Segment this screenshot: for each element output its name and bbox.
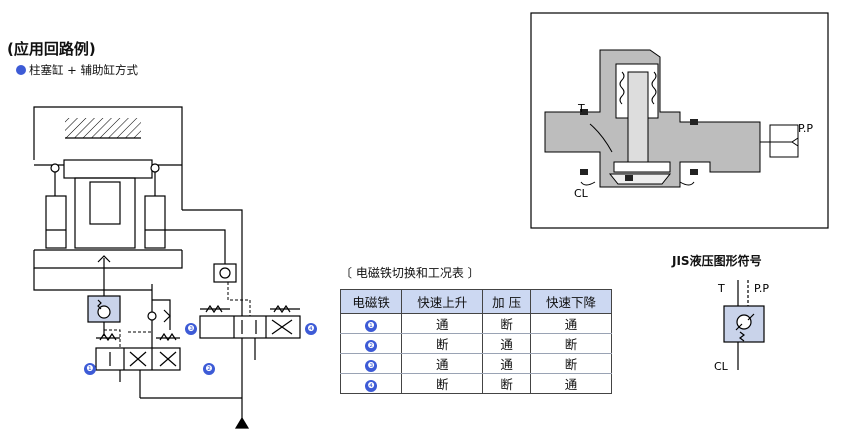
table-cell: 通 (482, 333, 531, 354)
subtitle: 柱塞缸 + 辅助缸方式 (16, 62, 138, 78)
page-title: (应用回路例) (7, 40, 96, 58)
table-caption: 〔 电磁铁切换和工况表 〕 (340, 266, 480, 280)
header-pressurize: 加 压 (482, 289, 531, 314)
row-marker: ❶ (365, 319, 378, 332)
bullet-dot-icon (16, 65, 26, 75)
jis-symbol: T P.P CL (714, 280, 769, 373)
jis-cl-label: CL (714, 360, 729, 373)
table-cell: 断 (529, 333, 613, 354)
table-header-row: 电磁铁 快速上升 加 压 快速下降 (339, 289, 613, 314)
plunger (89, 181, 121, 225)
table-cell: 通 (401, 353, 484, 374)
marker-1: ❶ (84, 363, 96, 375)
row-marker: ❷ (365, 339, 378, 352)
subtitle-text: 柱塞缸 + 辅助缸方式 (29, 63, 138, 77)
jis-t-label: T (717, 282, 725, 295)
aux-cylinder-right (144, 195, 166, 249)
jis-pp-label: P.P (754, 282, 769, 295)
valve-section-view: T CL P.P (530, 12, 829, 229)
directional-valve-3-4 (199, 315, 301, 339)
poppet-stem (627, 71, 649, 163)
table-row: ❶ 通 断 通 (339, 313, 613, 334)
poppet-head (608, 173, 672, 185)
header-fast-down: 快速下降 (529, 289, 613, 314)
marker-2: ❷ (203, 363, 215, 375)
table-cell: 通 (529, 373, 613, 394)
table-cell: 断 (401, 333, 484, 354)
table-cell: 断 (529, 353, 613, 374)
table-row: ❹ 断 断 通 (339, 373, 613, 394)
table-cell: 通 (529, 313, 613, 334)
table-cell: 断 (482, 313, 531, 334)
row-marker: ❸ (365, 359, 378, 372)
row-marker: ❹ (365, 379, 378, 392)
press-frame-top (33, 106, 183, 210)
table-row: ❸ 通 通 断 (339, 353, 613, 374)
section-t-label: T (577, 102, 585, 115)
section-pp-label: P.P (798, 122, 813, 135)
aux-cylinder-left (45, 195, 67, 249)
header-solenoid: 电磁铁 (339, 289, 403, 314)
solenoid-table: 电磁铁 快速上升 加 压 快速下降 ❶ 通 断 通 ❷ 断 通 断 ❸ 通 通 … (339, 289, 613, 394)
section-cl-label: CL (574, 187, 589, 200)
table-cell: 通 (401, 313, 484, 334)
table-cell: 断 (482, 373, 531, 394)
table-cell: 断 (401, 373, 484, 394)
marker-3: ❸ (185, 323, 197, 335)
jis-title: JIS液压图形符号 (672, 254, 762, 268)
main-cylinder (74, 177, 136, 249)
ram-plate (63, 159, 153, 179)
table-row: ❷ 断 通 断 (339, 333, 613, 354)
table-cell: 通 (482, 353, 531, 374)
header-fast-up: 快速上升 (401, 289, 484, 314)
marker-4: ❹ (305, 323, 317, 335)
press-platen-hatch (65, 118, 141, 138)
